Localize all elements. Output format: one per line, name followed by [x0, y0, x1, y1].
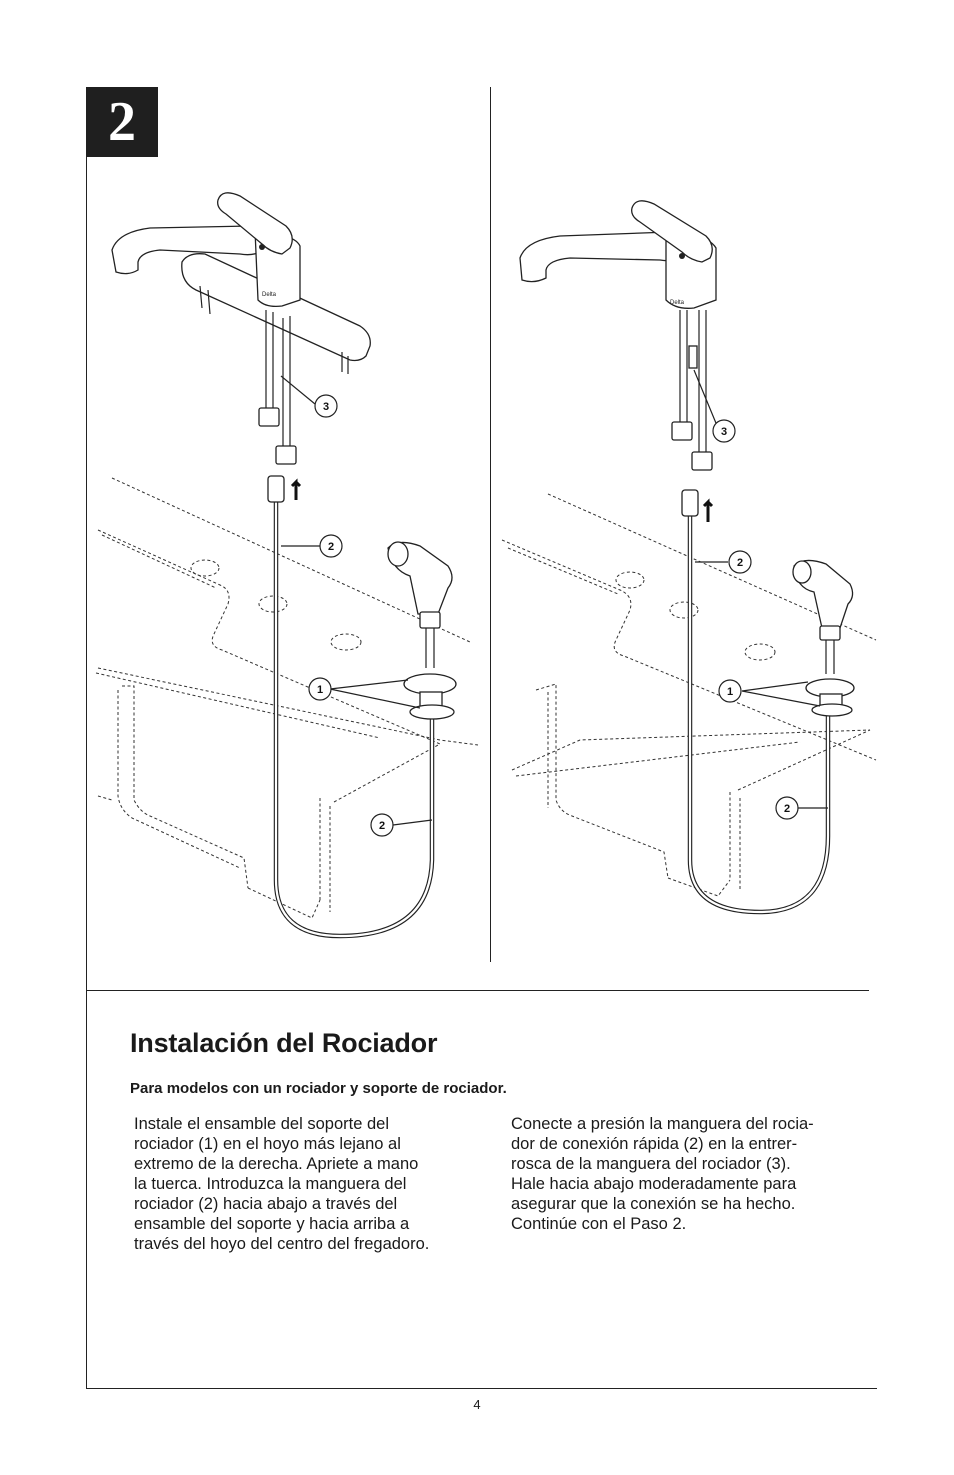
section-subtitle: Para modelos con un rociador y soporte d… [130, 1080, 507, 1097]
svg-text:2: 2 [328, 541, 334, 553]
figure-divider [490, 87, 491, 962]
left-callout-2-upper: 2 [319, 534, 343, 558]
instructions-right-column: Conecte a presión la manguera del rocia-… [511, 1115, 814, 1233]
page-number: 4 [473, 1397, 481, 1412]
left-sink-outline [95, 477, 479, 919]
svg-text:Delta: Delta [670, 300, 685, 306]
left-callout-2-lower: 2 [370, 813, 394, 837]
left-leaders [280, 375, 433, 826]
page-frame-left-rule [86, 87, 87, 1389]
right-callout-3: 3 [712, 419, 736, 443]
left-callout-3: 3 [314, 394, 338, 418]
right-callout-1: 1 [718, 679, 742, 703]
right-sprayer [792, 559, 855, 717]
svg-text:2: 2 [784, 803, 790, 815]
right-figure: Delta 3 2 [501, 200, 877, 915]
left-faucet: Delta [111, 192, 371, 465]
section-title: Instalación del Rociador [130, 1028, 438, 1058]
instructions-left-column: Instale el ensamble del soporte del roci… [134, 1115, 430, 1253]
svg-text:3: 3 [323, 401, 329, 413]
right-faucet: Delta [519, 200, 717, 471]
left-figure: Delta 3 2 1 2 [95, 192, 479, 939]
svg-text:Delta: Delta [262, 292, 277, 298]
right-callout-2-lower: 2 [775, 796, 799, 820]
page-bottom-rule [86, 1388, 877, 1389]
right-leaders [693, 369, 828, 809]
svg-text:2: 2 [379, 820, 385, 832]
svg-text:1: 1 [317, 684, 323, 696]
right-hose [681, 489, 831, 915]
svg-text:3: 3 [721, 426, 727, 438]
left-callout-1: 1 [308, 677, 332, 701]
svg-text:2: 2 [737, 557, 743, 569]
left-hose [267, 475, 435, 939]
section-divider [86, 990, 869, 991]
right-callout-2-upper: 2 [728, 550, 752, 574]
step-number-badge: 2 [86, 87, 158, 157]
left-sprayer [387, 541, 457, 720]
svg-text:1: 1 [727, 686, 733, 698]
installation-illustrations: .ln { fill: none; stroke: #222; stroke-w… [95, 192, 877, 939]
